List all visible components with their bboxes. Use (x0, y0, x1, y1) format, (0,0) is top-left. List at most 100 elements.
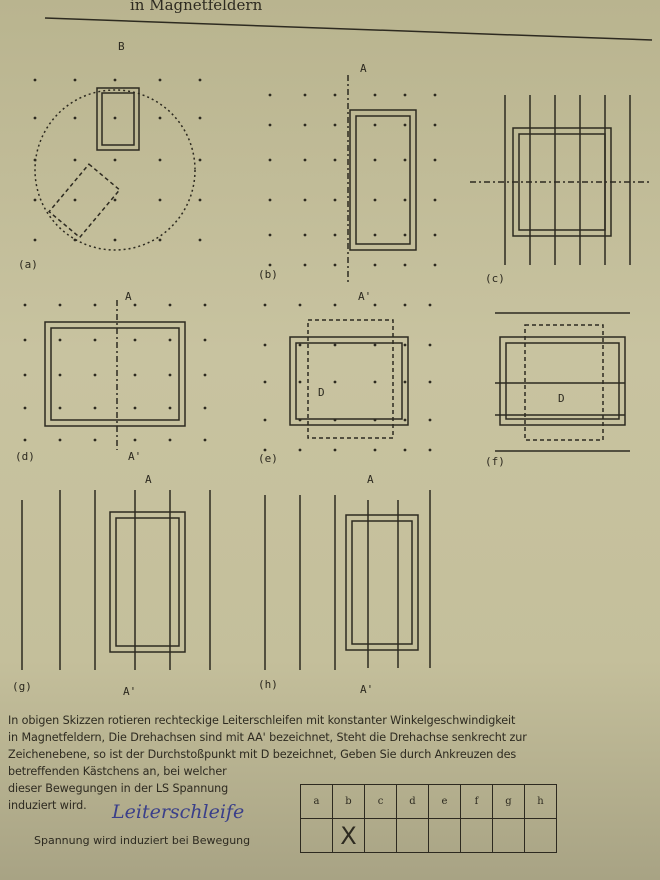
axis-d-f: D (558, 392, 565, 405)
field-dot (203, 303, 207, 307)
answer-checkbox-d[interactable] (396, 818, 429, 853)
field-dot (158, 198, 162, 202)
field-dot (23, 406, 27, 410)
field-dot (403, 198, 407, 202)
loop-a (96, 87, 140, 151)
field-dot (73, 198, 77, 202)
field-dot (433, 263, 437, 267)
field-dot (373, 123, 377, 127)
field-dot (298, 343, 302, 347)
field-dot (433, 158, 437, 162)
field-dot (33, 78, 37, 82)
field-dot (298, 418, 302, 422)
field-dot (23, 438, 27, 442)
field-dot (168, 338, 172, 342)
field-dot (403, 263, 407, 267)
field-dot (158, 238, 162, 242)
label-a: (a) (18, 258, 38, 271)
field-dot (33, 238, 37, 242)
field-dot (93, 303, 97, 307)
field-dot (403, 343, 407, 347)
field-dot (373, 303, 377, 307)
field-dot (203, 438, 207, 442)
field-dot (198, 238, 202, 242)
field-dot (93, 406, 97, 410)
field-dot (203, 406, 207, 410)
axis-a-d: A (125, 290, 132, 303)
answer-checkbox-b[interactable]: X (332, 818, 365, 853)
field-dot (113, 116, 117, 120)
field-dot (333, 303, 337, 307)
field-dot (373, 233, 377, 237)
handwritten-note: Leiterschleife (112, 801, 245, 823)
loop-h (345, 514, 419, 651)
field-dot (23, 303, 27, 307)
field-dot (133, 338, 137, 342)
field-dot (403, 448, 407, 452)
field-dot (58, 373, 62, 377)
field-dot (133, 406, 137, 410)
field-dot (403, 418, 407, 422)
field-dot (73, 238, 77, 242)
field-dot (333, 123, 337, 127)
field-dot (268, 93, 272, 97)
field-dot (333, 263, 337, 267)
field-dot (168, 303, 172, 307)
loop-d (44, 321, 186, 427)
field-dot (373, 418, 377, 422)
axis-aprime-b: A' (358, 290, 371, 303)
answer-column-f: f (460, 784, 493, 819)
field-dot (33, 198, 37, 202)
field-dot (93, 438, 97, 442)
instructions-text: In obigen Skizzen rotieren rechteckige L… (8, 712, 648, 814)
answer-column-g: g (492, 784, 525, 819)
field-dot (428, 303, 432, 307)
field-dot (198, 78, 202, 82)
field-dot (33, 158, 37, 162)
answer-checkbox-a[interactable] (300, 818, 333, 853)
axis-a-g: A (145, 473, 152, 486)
field-dot (333, 233, 337, 237)
answer-checkbox-h[interactable] (524, 818, 557, 853)
field-dot (133, 303, 137, 307)
axis-aprime-d: A' (128, 450, 141, 463)
field-dot (168, 438, 172, 442)
answer-mark-row: X (300, 818, 557, 853)
field-dot (23, 373, 27, 377)
field-dot (158, 78, 162, 82)
field-dot (373, 380, 377, 384)
field-dot (203, 373, 207, 377)
axis-a-b: A (360, 62, 367, 75)
field-dot (333, 380, 337, 384)
field-dot (403, 93, 407, 97)
instruction-line: in Magnetfeldern, Die Drehachsen sind mi… (8, 731, 527, 744)
field-dot (333, 418, 337, 422)
field-dot (268, 198, 272, 202)
field-dot (158, 116, 162, 120)
field-dot (428, 380, 432, 384)
field-dot (298, 380, 302, 384)
field-dot (113, 158, 117, 162)
field-dot (303, 93, 307, 97)
field-dot (58, 406, 62, 410)
field-lines-h (264, 490, 431, 670)
answer-column-a: a (300, 784, 333, 819)
field-dot (198, 198, 202, 202)
answer-checkbox-c[interactable] (364, 818, 397, 853)
field-dot (333, 93, 337, 97)
field-dot (333, 198, 337, 202)
instruction-line: dieser Bewegungen in der LS Spannung (8, 782, 229, 795)
field-dot (373, 158, 377, 162)
field-label-b: B (118, 40, 125, 53)
field-lines-g (21, 490, 211, 670)
answer-checkbox-e[interactable] (428, 818, 461, 853)
field-dot (203, 338, 207, 342)
field-dot (58, 303, 62, 307)
field-dot (23, 338, 27, 342)
answer-checkbox-f[interactable] (460, 818, 493, 853)
field-dot (263, 303, 267, 307)
answer-checkbox-g[interactable] (492, 818, 525, 853)
field-dot (433, 233, 437, 237)
field-dot (58, 438, 62, 442)
